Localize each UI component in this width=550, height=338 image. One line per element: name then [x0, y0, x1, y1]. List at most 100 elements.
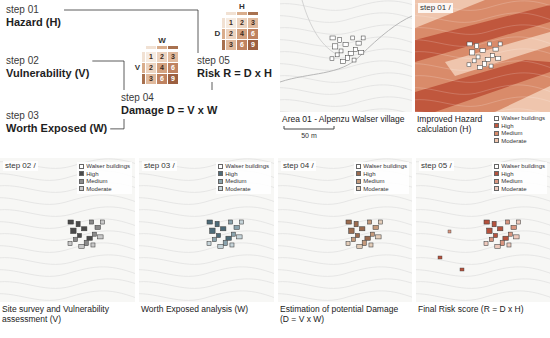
legend-swatch [494, 186, 499, 191]
legend-swatch [356, 179, 361, 184]
legend-text: High [363, 171, 375, 177]
legend-text: Medium [86, 178, 107, 184]
step-node: step 02Vulnerability (V) [3, 53, 92, 82]
contour-lines [398, 159, 550, 301]
matrix-strip [226, 12, 236, 15]
matrix-strip [168, 46, 178, 49]
legend-item: Moderate [494, 186, 545, 194]
caption-box: Estimation of potential Damage (D = V x … [280, 304, 408, 324]
road [280, 16, 412, 82]
matrix-cell: 2 [146, 63, 156, 73]
map-ground [280, 0, 412, 112]
legend-item: Moderate [218, 186, 269, 194]
legend-text: Walser buildings [363, 163, 407, 169]
legend-item: Walser buildings [494, 163, 545, 171]
legend-swatch [494, 179, 499, 184]
map-heading: step 01 / [418, 3, 453, 13]
matrix-axis: V [133, 63, 142, 73]
building [448, 230, 451, 233]
matrix-strip [248, 12, 258, 15]
scale-line [284, 129, 334, 130]
legend-swatch [79, 171, 84, 176]
matrix-cell: 6 [157, 74, 167, 84]
caption-box: Area 01 - Alpenzu Walser village [282, 114, 410, 124]
matrix-cell: 3 [146, 74, 156, 84]
legend-swatch [494, 164, 499, 169]
buildings-medium [73, 220, 100, 246]
damage-map [260, 158, 428, 302]
matrix-axis: H [226, 2, 258, 11]
matrix-cell: 2 [157, 52, 167, 62]
map-heading: step 02 / [3, 161, 38, 171]
matrix-cell: 3 [226, 40, 236, 50]
step-title: Damage D = V x W [121, 104, 217, 117]
legend-swatch [356, 171, 361, 176]
matrix-cell: 2 [237, 18, 247, 28]
matrix-strip [222, 40, 225, 50]
step-node: step 05Risk R = D x H [194, 53, 275, 82]
legend-text: Moderate [501, 186, 526, 192]
buildings-high [484, 220, 508, 240]
step-node: step 04Damage D = V x W [118, 90, 220, 119]
hazard-medium [415, 0, 550, 112]
matrix-cell: 4 [237, 29, 247, 39]
legend-item: Walser buildings [79, 163, 130, 171]
legend-item: High [79, 171, 130, 179]
map-caption: Final Risk score (R = D x H) [418, 304, 546, 314]
buildings-high [68, 220, 92, 240]
legend-swatch [494, 171, 499, 176]
buildings-medium [489, 220, 516, 246]
legend-swatch [218, 164, 223, 169]
legend-item: High [494, 171, 545, 179]
matrix-strip [142, 63, 145, 73]
legend-swatch [494, 131, 499, 136]
legend-swatch [79, 164, 84, 169]
legend-item: Medium [218, 178, 269, 186]
legend-text: Moderate [501, 138, 526, 144]
legend-box: Walser buildingsHighMediumModerate [492, 162, 547, 194]
legend-swatch [79, 186, 84, 191]
legend-swatch [356, 186, 361, 191]
legend-swatch [218, 179, 223, 184]
caption-box: Worth Exposed analysis (W) [141, 304, 271, 314]
matrix-cell: 4 [157, 63, 167, 73]
legend-swatch [494, 116, 499, 121]
legend-item: High [356, 171, 407, 179]
map-ground [278, 158, 412, 302]
step-label: step 01 [6, 4, 61, 16]
matrix-cell: 9 [248, 40, 258, 50]
legend-text: Medium [501, 130, 522, 136]
legend-item: High [218, 171, 269, 179]
map-ground [416, 158, 550, 302]
buildings-moderate [346, 220, 382, 248]
legend-swatch [79, 179, 84, 184]
legend-swatch [494, 138, 499, 143]
map-caption: Worth Exposed analysis (W) [141, 304, 271, 314]
contour-lines [262, 1, 430, 143]
buildings-moderate [484, 220, 520, 248]
legend-box: Walser buildingsHighMediumModerate [216, 162, 271, 194]
matrix-cell: 1 [146, 52, 156, 62]
map-caption: Estimation of potential Damage (D = V x … [280, 304, 408, 324]
contour-lines [0, 159, 150, 301]
caption-box: Site survey and Vulnerability assessment… [2, 304, 132, 324]
legend-item: Walser buildings [356, 163, 407, 171]
buildings-medium [212, 220, 239, 246]
legend-swatch [494, 123, 499, 128]
map-caption: Site survey and Vulnerability assessment… [2, 304, 132, 324]
legend-text: Moderate [225, 186, 250, 192]
caption-box: Final Risk score (R = D x H) [418, 304, 546, 314]
matrix-axis: W [146, 36, 178, 45]
matrix-strip [222, 18, 225, 28]
map-ground [0, 158, 135, 302]
map-heading: step 03 / [142, 161, 177, 171]
buildings-high [207, 220, 231, 240]
vulnerability-map [0, 158, 150, 302]
step-label: step 02 [6, 55, 89, 67]
contour-lines [260, 159, 428, 301]
step-title: Vulnerability (V) [6, 67, 89, 80]
matrix-axis: D [213, 29, 222, 39]
site-map [262, 0, 430, 143]
legend-item: Medium [79, 178, 130, 186]
matrix-cell: 6 [168, 63, 178, 73]
